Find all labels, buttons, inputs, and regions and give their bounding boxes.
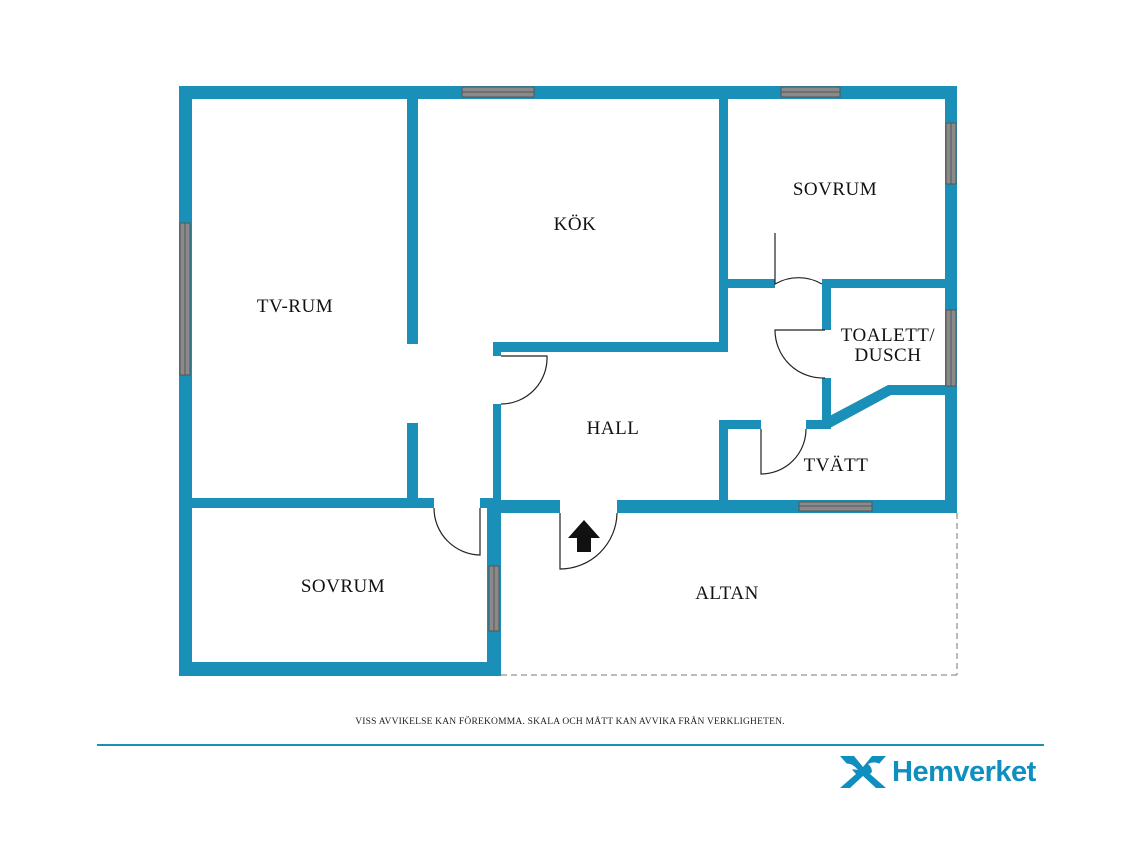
label-tvatt: TVÄTT: [804, 455, 869, 476]
wall-toalett-left-lower: [822, 378, 831, 428]
label-hall: HALL: [587, 418, 640, 439]
up-arrow-icon: [568, 520, 600, 552]
wall-tv-kok-upper: [407, 86, 418, 344]
wall-tvatt-top-b: [806, 420, 831, 429]
label-toalett-line2: DUSCH: [855, 345, 922, 366]
door-sovrum2: [433, 507, 481, 556]
outer-wall-left: [179, 86, 192, 676]
label-tv-rum: TV-RUM: [257, 296, 333, 317]
door-hall-kok: [500, 355, 548, 405]
wall-toalett-diagonal: [822, 385, 957, 428]
wall-kok-right: [719, 86, 728, 352]
wall-tv-sovrum: [179, 498, 434, 508]
brand-name: Hemverket: [892, 755, 1036, 788]
outer-wall-right: [945, 86, 957, 513]
disclaimer-text: VISS AVVIKELSE KAN FÖREKOMMA. SKALA OCH …: [355, 717, 785, 727]
door-toalett: [774, 329, 826, 379]
wall-tvatt-top-a: [719, 420, 761, 429]
wall-tv-kok-lower: [407, 423, 418, 508]
wall-tvatt-left: [719, 420, 728, 513]
doors: [433, 233, 826, 570]
windows: [179, 86, 957, 632]
door-tvatt: [760, 428, 807, 475]
wall-hall-left-lower: [493, 404, 501, 513]
brand-logo: Hemverket: [838, 752, 1036, 792]
label-kok: KÖK: [554, 214, 597, 235]
label-toalett-line1: TOALETT/: [841, 325, 936, 346]
wall-kok-bottom: [493, 342, 727, 352]
footer-divider: [97, 744, 1044, 746]
room-labels: TV-RUM KÖK SOVRUM TOALETT/ DUSCH HALL TV…: [257, 179, 936, 604]
altan-boundary: [501, 513, 958, 676]
label-sovrum-2: SOVRUM: [301, 576, 385, 597]
wall-sovrum1-bottom-b: [822, 279, 957, 288]
wall-toalett-left-upper: [822, 279, 831, 330]
wall-kok-stub: [493, 342, 501, 356]
outer-wall-hall-bottom-b: [617, 500, 957, 513]
walls: [179, 86, 957, 676]
label-sovrum-1: SOVRUM: [793, 179, 877, 200]
door-sovrum1: [774, 233, 823, 286]
outer-wall-top: [179, 86, 957, 99]
wall-tv-sovrum-stub: [480, 498, 501, 508]
griffin-logo-icon: [840, 756, 886, 788]
label-altan: ALTAN: [695, 583, 759, 604]
door-entrance: [559, 512, 618, 570]
outer-wall-bottom-left: [179, 662, 501, 676]
wall-sovrum1-bottom-a: [719, 279, 775, 288]
outer-wall-hall-bottom-a: [487, 500, 560, 513]
